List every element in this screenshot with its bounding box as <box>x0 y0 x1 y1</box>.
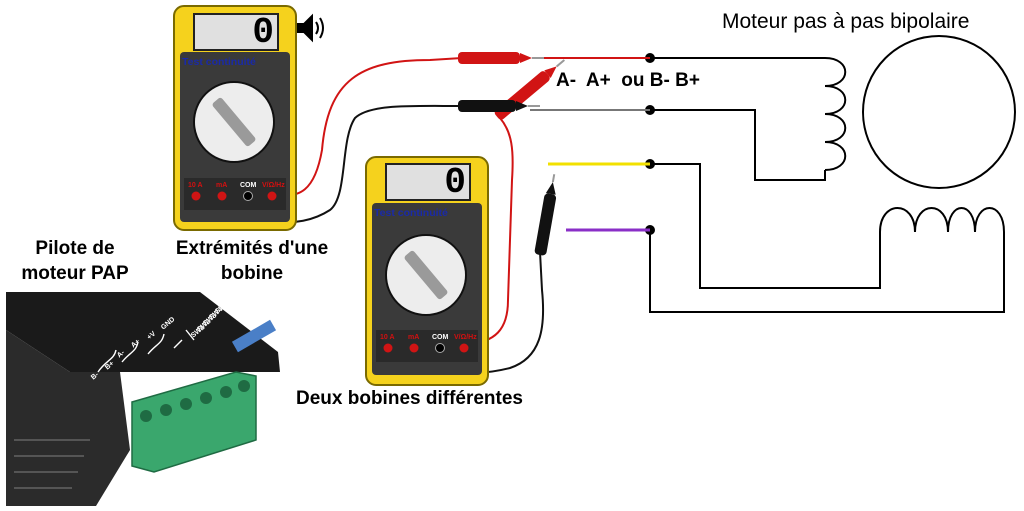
probe-red-horizontal[interactable] <box>458 52 544 64</box>
speaker-icon <box>297 13 324 43</box>
terminal-10a[interactable] <box>191 191 201 201</box>
motor-rotor-circle <box>862 35 1016 189</box>
coil-wire-label: A- A+ ou B- B+ <box>556 70 700 91</box>
wire-b-plus <box>649 230 1005 313</box>
meter-left-term-vohm: V/Ω/Hz <box>262 182 285 189</box>
terminal-com[interactable] <box>435 343 445 353</box>
multimeter-left <box>173 5 297 231</box>
multimeter-bottom <box>365 156 489 386</box>
meter-left-term-10a: 10 A <box>188 182 203 189</box>
terminal-block[interactable] <box>131 371 257 473</box>
meter-left-term-ma: mA <box>216 182 228 189</box>
meter-left-display: 0 <box>252 12 274 53</box>
meter-display-frame <box>385 163 471 201</box>
coil-b <box>879 207 1005 233</box>
driver-top <box>6 292 280 372</box>
terminal-ma[interactable] <box>217 191 227 201</box>
meter-left-mode-label: Test continuité <box>182 56 256 68</box>
terminal-screw[interactable] <box>180 398 192 410</box>
cable-red-left <box>271 57 463 197</box>
terminal-vohm[interactable] <box>459 343 469 353</box>
caption-coil-ends: Extrémités d'une bobine <box>175 238 329 284</box>
meter-bottom-term-com: COM <box>432 334 449 341</box>
meter-bottom-term-10a: 10 A <box>380 334 395 341</box>
dip-switches[interactable] <box>231 319 277 353</box>
meter-left-term-com: COM <box>240 182 257 189</box>
terminal-screw[interactable] <box>200 392 212 404</box>
wire-b-minus <box>650 163 881 289</box>
wire-a-plus <box>650 109 826 181</box>
meter-bottom-term-ma: mA <box>408 334 420 341</box>
driver-front <box>6 330 130 506</box>
caption-two-coils: Deux bobines différentes <box>296 388 523 409</box>
stepper-driver <box>6 292 280 506</box>
terminal-com[interactable] <box>243 191 253 201</box>
terminal-ma[interactable] <box>409 343 419 353</box>
caption-driver: Pilote de moteur PAP <box>21 238 129 284</box>
terminal-vohm[interactable] <box>267 191 277 201</box>
meter-bottom-term-vohm: V/Ω/Hz <box>454 334 477 341</box>
motor-title: Moteur pas à pas bipolaire <box>722 10 970 33</box>
probe-black-vertical[interactable] <box>534 173 560 256</box>
terminal-screw[interactable] <box>220 386 232 398</box>
terminal-10a[interactable] <box>383 343 393 353</box>
terminal-screw[interactable] <box>238 380 250 392</box>
coil-a <box>824 57 847 171</box>
terminal-screw[interactable] <box>140 410 152 422</box>
stepper-motor <box>649 35 1016 313</box>
probe-black-horizontal[interactable] <box>458 100 540 112</box>
meter-bottom-display: 0 <box>444 162 466 203</box>
meter-display-frame <box>193 13 279 51</box>
terminal-screw[interactable] <box>160 404 172 416</box>
meter-bottom-mode-label: Test continuité <box>374 207 448 219</box>
